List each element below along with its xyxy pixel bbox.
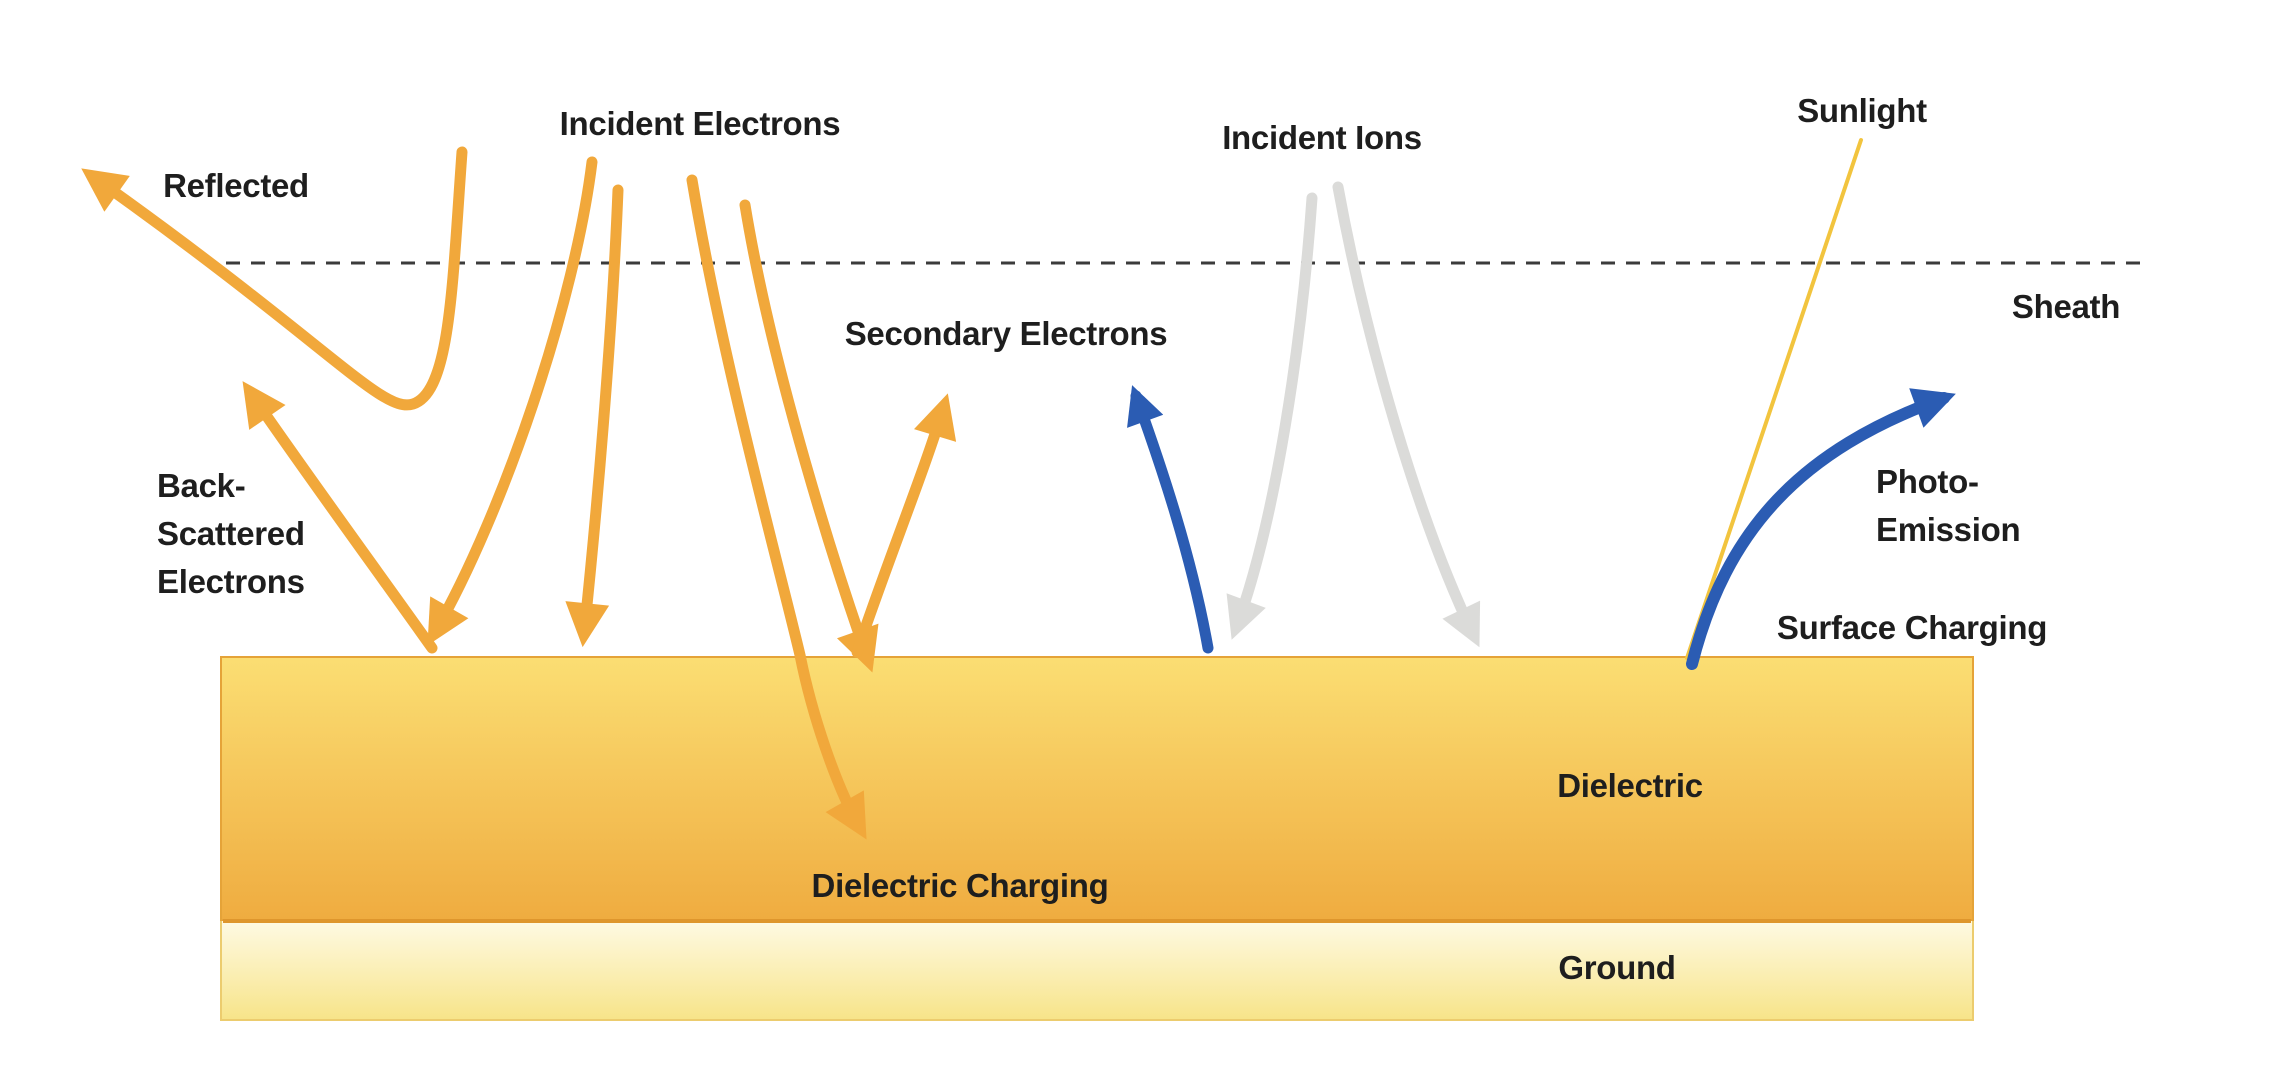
reflected-label: Reflected — [163, 167, 309, 204]
dielectric-label: Dielectric — [1557, 767, 1703, 804]
ground-label: Ground — [1558, 949, 1676, 986]
photo-emission-arrow — [1686, 388, 1956, 670]
incident-electron-line-3 — [739, 199, 879, 673]
ion-secondary-electron-arrow — [1127, 385, 1214, 654]
sheath-label: Sheath — [2011, 288, 2121, 325]
sunlight-ray — [1685, 138, 1863, 660]
ground-layer — [220, 919, 1974, 1021]
incident-electrons-label: Incident Electrons — [559, 105, 841, 142]
dielectric-charging-label: Dielectric Charging — [811, 867, 1109, 904]
incident-electron-line-2 — [565, 184, 624, 648]
surface-charging-label: Surface Charging — [1776, 609, 2048, 646]
incident-electron-line-1 — [427, 156, 598, 646]
reflected-electron-arrow — [81, 146, 468, 411]
back-scattered-electron-arrow — [242, 381, 438, 654]
secondary-electrons-label: Secondary Electrons — [844, 315, 1168, 352]
incident-ion-arrow-right — [1332, 181, 1481, 648]
incident-ions-label: Incident Ions — [1222, 119, 1422, 156]
sunlight-label: Sunlight — [1797, 92, 1927, 129]
secondary-electron-arrow — [851, 393, 957, 658]
back-scattered-electrons-label: Back- Scattered Electrons — [157, 467, 305, 600]
photo-emission-label: Photo- Emission — [1876, 463, 2021, 548]
incident-ion-arrow-left — [1226, 192, 1318, 640]
dielectric-layer — [220, 656, 1974, 921]
dielectric-charging-arrow — [686, 174, 867, 840]
